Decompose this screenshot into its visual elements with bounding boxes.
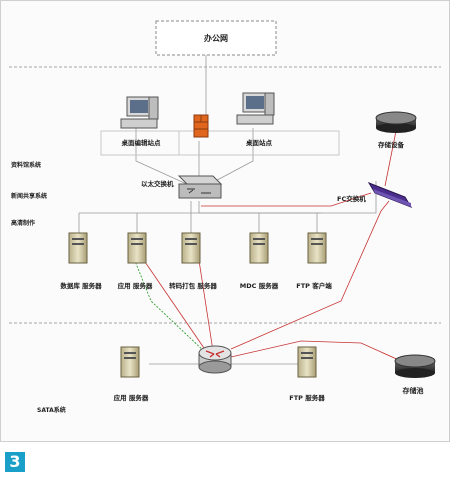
news-system-label: 新闻共享系统 bbox=[11, 192, 47, 200]
ftp-client-label: FTP 客户端 bbox=[296, 281, 332, 290]
ftp-client-icon bbox=[307, 232, 327, 264]
storage-pool-label: 存储池 bbox=[403, 386, 424, 395]
green-link bbox=[132, 255, 207, 354]
desktop-edit-label: 桌面编辑站点 bbox=[122, 138, 162, 147]
hd-system-label: 高清制作 bbox=[11, 219, 35, 227]
ethernet-switch-label: 以太交换机 bbox=[141, 179, 174, 188]
desktop-site-label: 桌面站点 bbox=[246, 138, 273, 147]
fc-switch-icon bbox=[367, 182, 413, 208]
mdc-server-label: MDC 服务器 bbox=[240, 281, 279, 290]
figure-number-badge: 3 bbox=[5, 452, 25, 472]
office-network-box bbox=[155, 20, 277, 56]
ethernet-links bbox=[78, 55, 377, 365]
app-server-label: 应用 服务器 bbox=[118, 281, 153, 290]
sata-ftp-server-label: FTP 服务器 bbox=[289, 393, 325, 402]
mdc-server-icon bbox=[249, 232, 269, 264]
storage-pool-icon bbox=[394, 354, 436, 378]
ethernet-switch-icon bbox=[177, 175, 223, 199]
db-server-label: 数据库 服务器 bbox=[60, 281, 102, 290]
data-system-label: 资料馆系统 bbox=[11, 161, 41, 169]
sata-app-server-icon bbox=[120, 346, 140, 378]
firewall-icon bbox=[193, 114, 209, 138]
office-network-label: 办公网 bbox=[204, 33, 228, 43]
core-router-icon bbox=[198, 345, 232, 374]
transcode-server-label: 转码打包 服务器 bbox=[169, 281, 217, 290]
desktop-site-pc-icon bbox=[236, 92, 275, 125]
fc-links bbox=[140, 123, 402, 362]
network-diagram: 办公网 桌面编辑站点 bbox=[9, 20, 441, 414]
sata-system-label: SATA系统 bbox=[37, 406, 66, 414]
sata-ftp-server-icon bbox=[297, 346, 317, 378]
sata-app-server-label: 应用 服务器 bbox=[114, 393, 149, 402]
diagram-frame: 办公网 桌面编辑站点 bbox=[0, 0, 450, 442]
storage-device-icon bbox=[375, 111, 417, 133]
desktop-edit-pc-icon bbox=[120, 96, 159, 129]
app-server-icon bbox=[127, 232, 147, 264]
fc-switch-label: FC交换机 bbox=[337, 194, 366, 203]
db-server-icon bbox=[68, 232, 88, 264]
desktop-group-box bbox=[100, 130, 340, 156]
storage-device-label: 存储设备 bbox=[378, 140, 405, 149]
transcode-server-icon bbox=[181, 232, 201, 264]
